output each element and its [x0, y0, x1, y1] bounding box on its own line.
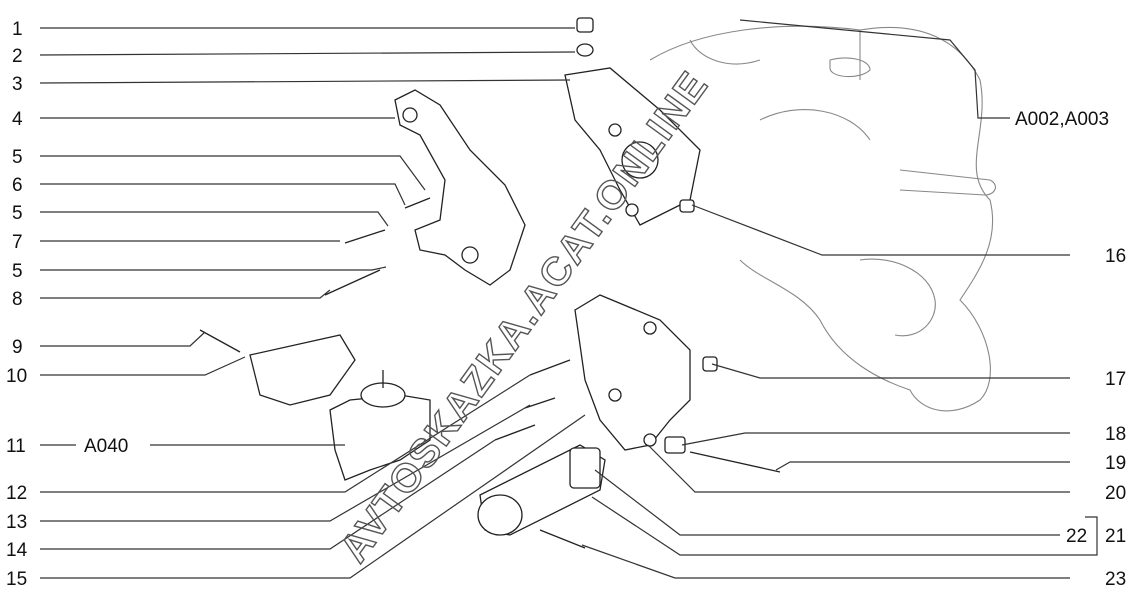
callout-22: 22 — [1066, 526, 1087, 547]
callout-18: 18 — [1105, 424, 1126, 445]
callout-17: 17 — [1105, 369, 1126, 390]
callout-1: 1 — [12, 19, 23, 40]
callout-8: 8 — [12, 289, 23, 310]
left-leaders — [39, 27, 586, 579]
callout-4: 4 — [12, 109, 23, 130]
callout-5c: 5 — [12, 261, 23, 282]
callout-2: 2 — [12, 46, 23, 67]
part-plate-10 — [249, 334, 356, 406]
part-nut-1 — [576, 17, 594, 33]
part-bracket-4 — [394, 89, 526, 286]
callout-3: 3 — [12, 74, 23, 95]
callout-12: 12 — [6, 483, 27, 504]
callout-11: 11 — [6, 436, 26, 457]
callout-20: 20 — [1105, 483, 1126, 504]
callout-10: 10 — [6, 366, 27, 387]
callout-15: 15 — [6, 569, 27, 590]
callout-9: 9 — [12, 337, 23, 358]
engine-outline — [649, 25, 996, 412]
part-mount-11 — [329, 370, 431, 481]
callout-6: 6 — [12, 175, 23, 196]
bolts — [199, 197, 781, 549]
part-bracket-20 — [574, 294, 691, 451]
left-labels: 1 2 3 4 5 6 5 7 5 8 9 10 11 A040 12 13 1… — [6, 19, 128, 590]
right-leaders — [581, 19, 1098, 579]
callout-13: 13 — [6, 512, 27, 533]
callout-16: 16 — [1105, 246, 1126, 267]
part-rod-21 — [477, 444, 606, 536]
ref-a040: A040 — [84, 436, 128, 457]
part-washer-2 — [576, 43, 594, 57]
callout-5a: 5 — [12, 147, 23, 168]
callout-23: 23 — [1105, 569, 1126, 590]
callout-7: 7 — [12, 232, 23, 253]
callout-5b: 5 — [12, 203, 23, 224]
callout-21: 21 — [1105, 526, 1126, 547]
callout-14: 14 — [6, 540, 28, 561]
ref-a002-a003: A002,A003 — [1015, 109, 1109, 130]
callout-19: 19 — [1105, 453, 1126, 474]
right-labels: A002,A003 16 17 18 19 20 22 21 23 — [1015, 109, 1126, 590]
part-bracket-3 — [564, 67, 701, 226]
